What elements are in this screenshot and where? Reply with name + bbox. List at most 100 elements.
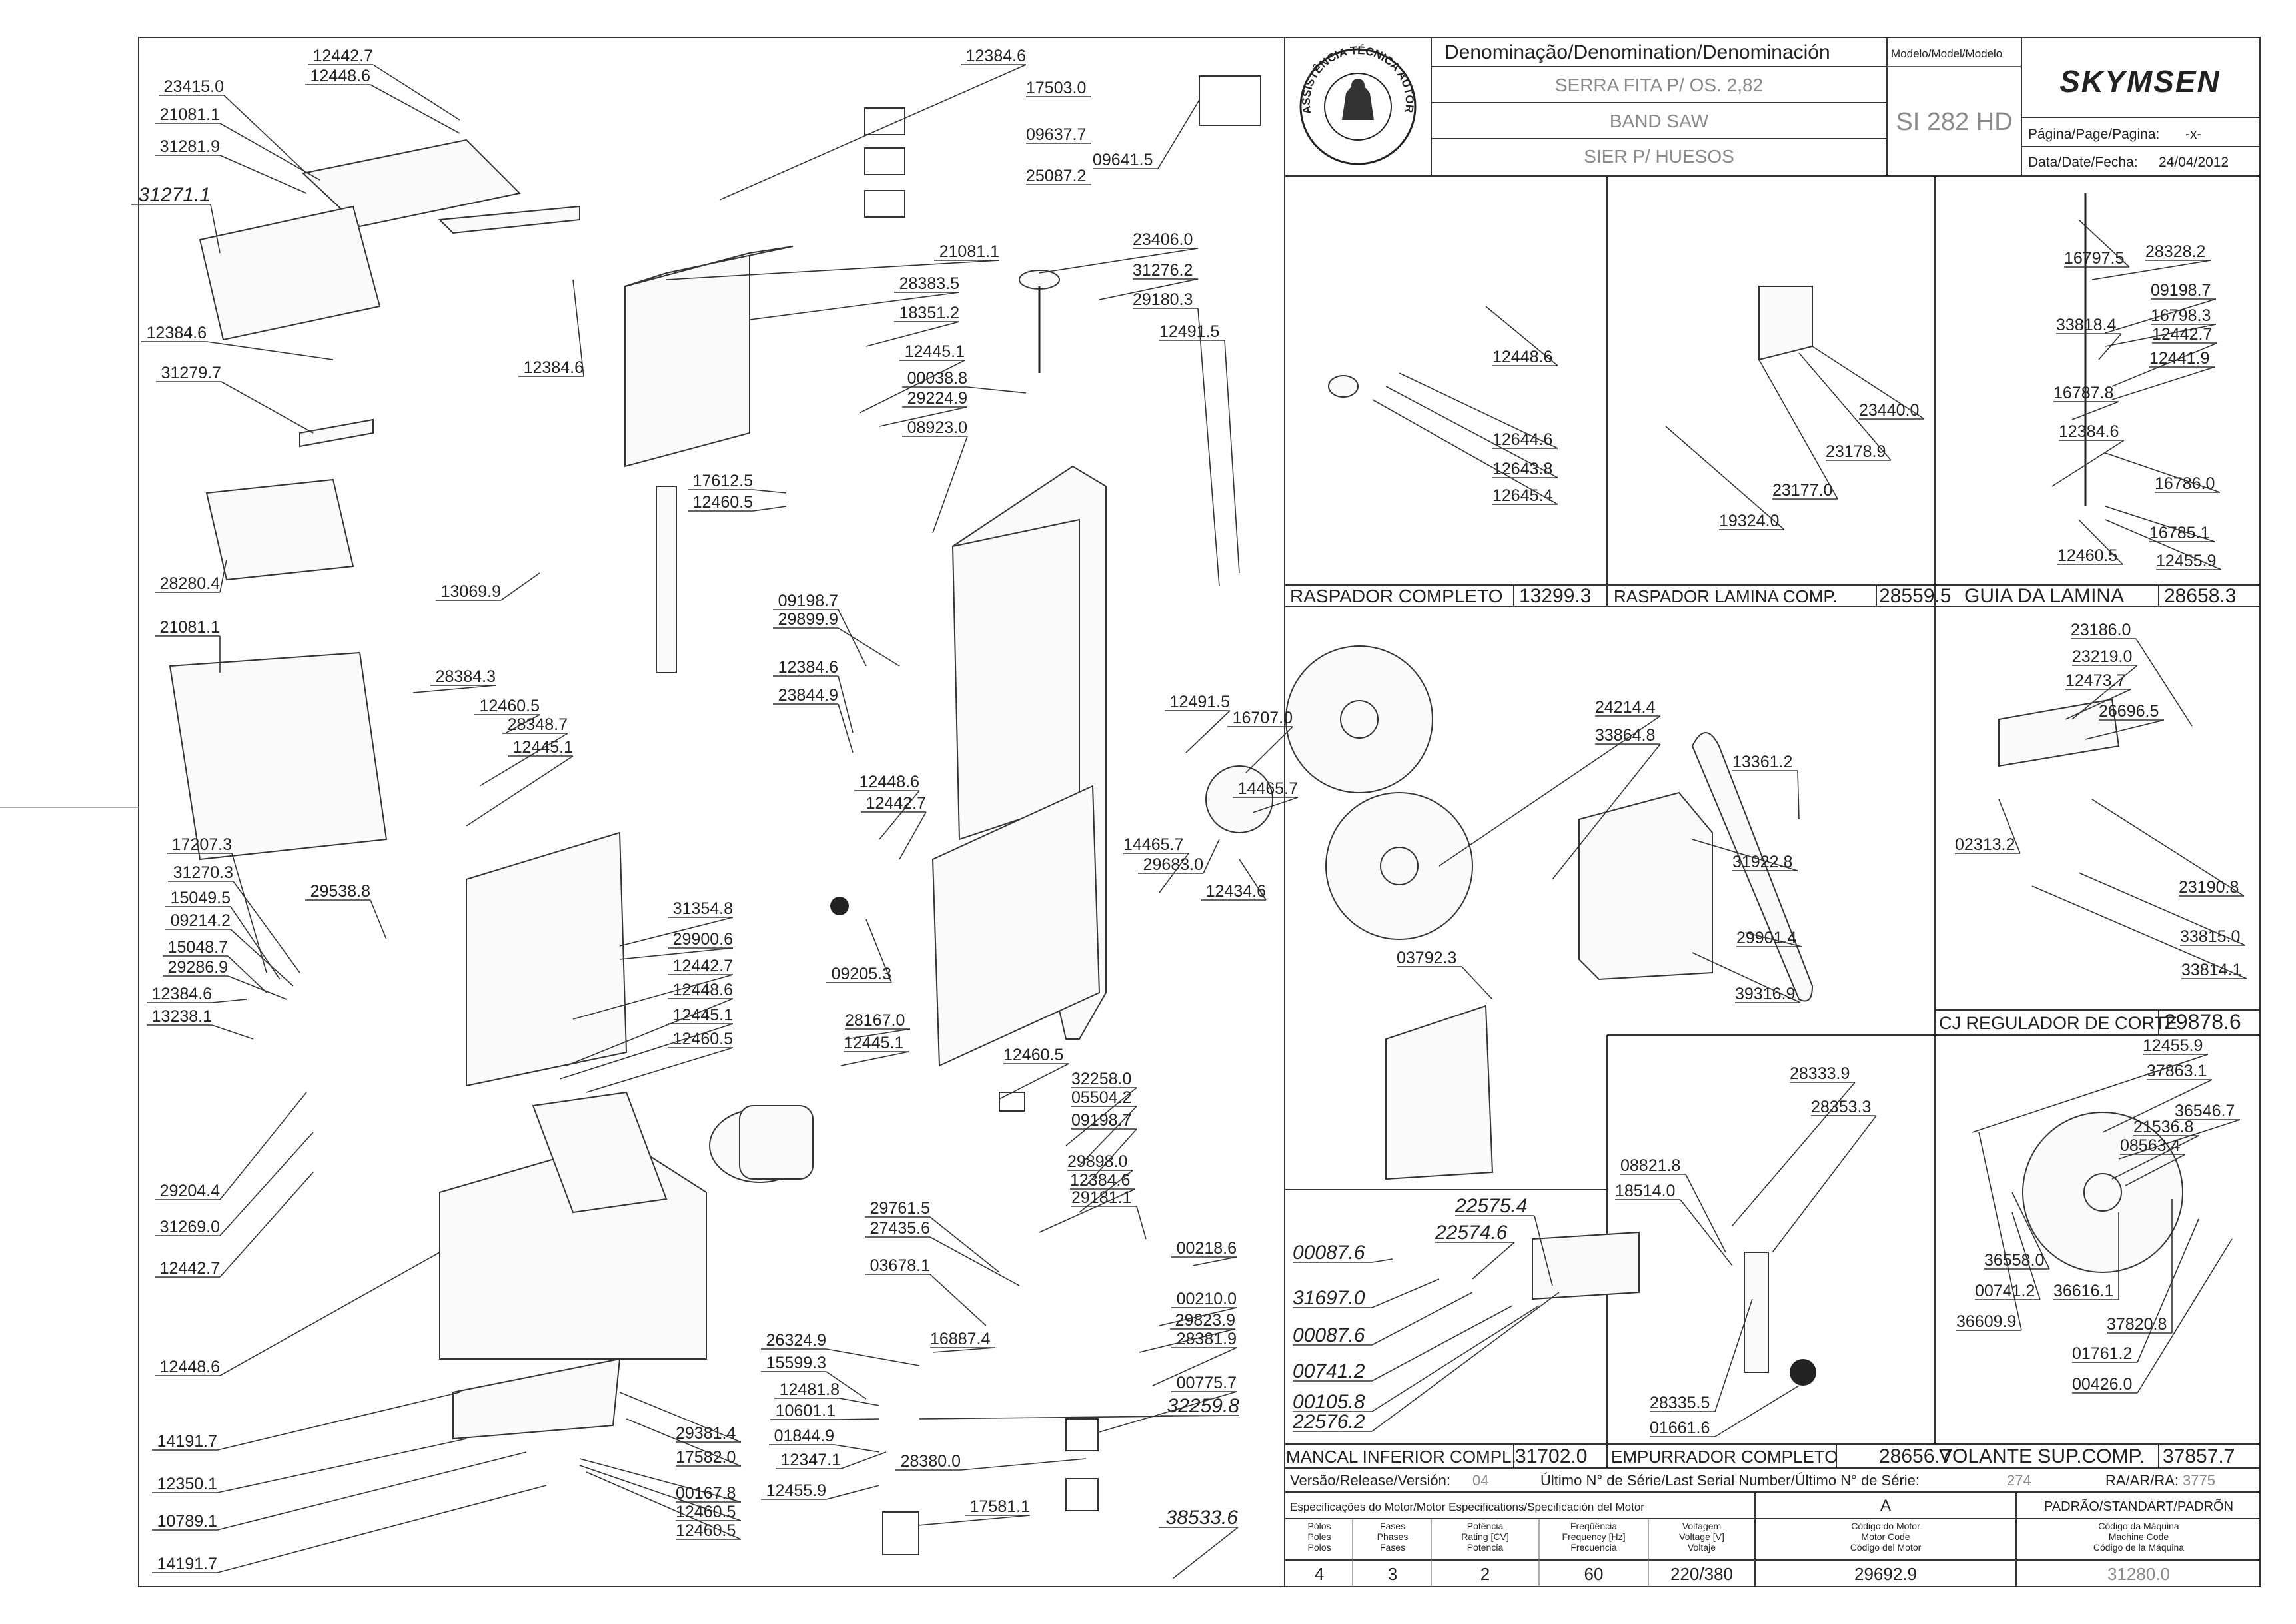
leader-line [1797, 770, 1800, 820]
part-number-label: 36616.1 [2053, 1282, 2113, 1300]
part-number-label: 31279.7 [161, 364, 221, 382]
leader-line [2091, 260, 2211, 280]
leader-line [2105, 506, 2215, 542]
part-number-label: 38533.6 [1166, 1507, 1239, 1529]
leader-line [219, 1092, 307, 1200]
part-number-label: 31270.3 [173, 863, 233, 882]
part-number-label: 08563.4 [2120, 1136, 2180, 1155]
part-number-label: 26696.5 [2099, 702, 2159, 721]
leader-line [967, 386, 1027, 394]
leader-line [1665, 426, 1785, 530]
part-number-label: 12460.5 [676, 1503, 736, 1521]
part-number-label: 29538.8 [310, 882, 370, 901]
part-number-label: 27435.6 [870, 1219, 930, 1238]
leader-line [1371, 1258, 1393, 1263]
leader-line [1252, 797, 1299, 813]
part-number-label: 09198.7 [778, 592, 838, 610]
part-number-label: 33864.8 [1595, 726, 1655, 745]
leader-line [500, 572, 540, 601]
leader-line [219, 559, 227, 593]
leader-line [1185, 710, 1231, 753]
leader-line [1758, 359, 1838, 500]
leader-line [412, 685, 496, 693]
part-number-label: 28384.3 [436, 667, 496, 686]
leader-line [2065, 689, 2131, 720]
leader-line [2137, 1218, 2199, 1363]
leader-line [233, 881, 300, 973]
part-number-label: 12460.5 [480, 697, 540, 715]
leader-line [1714, 1298, 1753, 1412]
part-number-label: 28380.0 [901, 1452, 961, 1471]
part-number-label: 31281.9 [160, 137, 220, 156]
leader-line [1714, 1385, 1800, 1437]
part-number-label: 31276.2 [1133, 261, 1193, 280]
leader-line [929, 1216, 1000, 1273]
leader-line [1534, 1215, 1553, 1286]
part-number-label: 15049.5 [171, 889, 231, 907]
leader-line [2111, 1135, 2199, 1180]
leader-line [227, 955, 267, 993]
leader-line [479, 733, 568, 787]
part-number-label: 12643.8 [1492, 460, 1552, 478]
part-number-label: 12460.5 [673, 1030, 733, 1048]
leader-line [919, 1415, 1240, 1420]
leader-line [221, 381, 314, 434]
motor-column-header: Frecuencia [1570, 1542, 1616, 1553]
part-number-label: 21081.1 [939, 242, 999, 261]
part-number-label: 00087.6 [1293, 1324, 1365, 1346]
part-number-label: 28335.5 [1650, 1394, 1710, 1412]
leader-line [1385, 386, 1558, 478]
part-callouts: 12442.712448.623415.021081.131281.931271… [139, 47, 2242, 1573]
leader-line [1371, 1278, 1440, 1308]
leader-line [929, 1236, 1020, 1286]
motor-column-header: Código do Motor [1851, 1521, 1920, 1531]
part-number-label: 12434.6 [1206, 882, 1266, 901]
leader-line [999, 1063, 1069, 1100]
leader-line [838, 627, 900, 667]
leader-line [1680, 1199, 1733, 1266]
part-number-label: 12448.6 [1492, 348, 1552, 366]
part-number-label: 28328.2 [2145, 242, 2205, 261]
part-number-label: 19324.0 [1719, 512, 1779, 530]
part-number-label: 00741.2 [1293, 1360, 1365, 1382]
part-number-label: 03792.3 [1397, 949, 1456, 967]
part-number-label: 22575.4 [1454, 1195, 1527, 1217]
part-number-label: 28333.9 [1790, 1064, 1850, 1083]
model-label: Modelo/Model/Modelo [1891, 47, 2002, 60]
ra-label: RA/AR/RA: [2105, 1472, 2179, 1489]
part-number-label: 14465.7 [1238, 779, 1298, 798]
motor-column-header: Freqüência [1570, 1521, 1617, 1531]
leader-line [223, 95, 307, 174]
leader-line [1192, 1256, 1237, 1266]
leader-line [1972, 1054, 2209, 1133]
part-number-label: 16707.0 [1233, 709, 1293, 727]
release-row: Versão/Release/Versión: 04 Último N° de … [1285, 1472, 2260, 1493]
assembly-code: 29878.6 [2164, 1010, 2241, 1034]
part-number-label: 31271.1 [139, 184, 211, 206]
leader-line [1079, 1106, 1137, 1166]
leader-line [846, 1028, 911, 1040]
part-number-label: 16797.5 [2064, 249, 2124, 268]
part-number-label: 17612.5 [693, 472, 753, 490]
part-number-label: 18351.2 [899, 304, 959, 322]
leader-line [1978, 1132, 2022, 1331]
leader-line [1399, 372, 1558, 449]
part-number-label: 29823.9 [1175, 1311, 1235, 1330]
part-number-label: 02313.2 [1955, 835, 2015, 854]
motor-column-header: Voltage [V] [1679, 1531, 1724, 1542]
leader-line [865, 321, 960, 347]
part-number-label: 23178.9 [1826, 442, 1886, 461]
leader-line [1552, 743, 1661, 880]
name-es: SIER P/ HUESOS [1584, 146, 1734, 167]
part-number-label: 23177.0 [1772, 481, 1832, 500]
leader-line [826, 1348, 920, 1366]
leader-line [2031, 885, 2247, 979]
leader-line [1157, 99, 1200, 169]
assembly-code: 13299.3 [1519, 585, 1591, 607]
part-number-label: 12445.1 [513, 738, 573, 757]
leader-line [960, 1458, 1087, 1471]
part-number-label: 12350.1 [157, 1475, 217, 1493]
leader-line [2105, 324, 2217, 347]
part-number-label: 29180.3 [1133, 290, 1193, 309]
leader-line [1085, 1128, 1137, 1186]
